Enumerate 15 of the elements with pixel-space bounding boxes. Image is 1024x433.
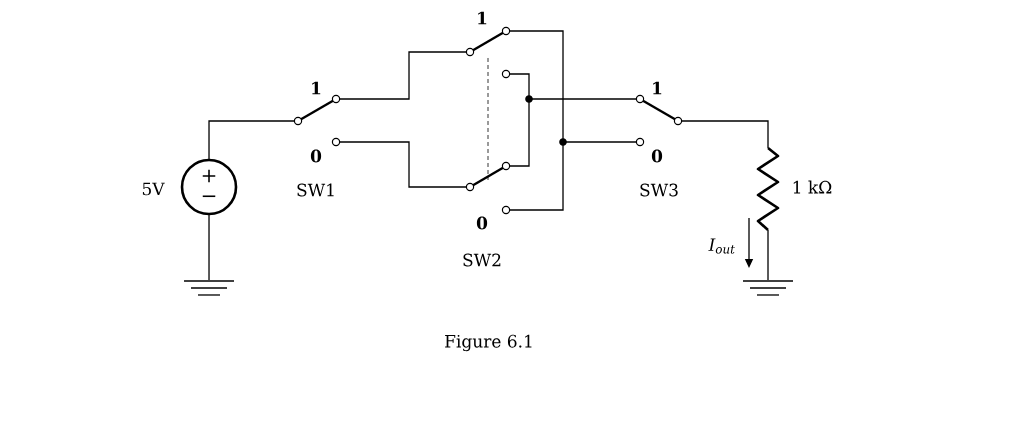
component-label: 5V (142, 182, 165, 196)
throw-number: 0 (651, 149, 663, 163)
current-label: I$_{out}$ (708, 238, 735, 254)
component-label: SW2 (463, 253, 501, 267)
throw-number: 1 (312, 81, 321, 95)
caption: Figure 6.1 (445, 334, 532, 352)
component-label: SW3 (640, 183, 678, 197)
component-label: 1 kΩ (793, 180, 832, 194)
throw-number: 1 (653, 81, 662, 95)
throw-number: 0 (476, 216, 488, 230)
component-label: SW1 (297, 183, 334, 197)
throw-number: 0 (310, 149, 322, 163)
polarity-sign: + (202, 169, 216, 183)
polarity-sign: − (202, 195, 216, 198)
throw-number: 1 (478, 11, 487, 25)
